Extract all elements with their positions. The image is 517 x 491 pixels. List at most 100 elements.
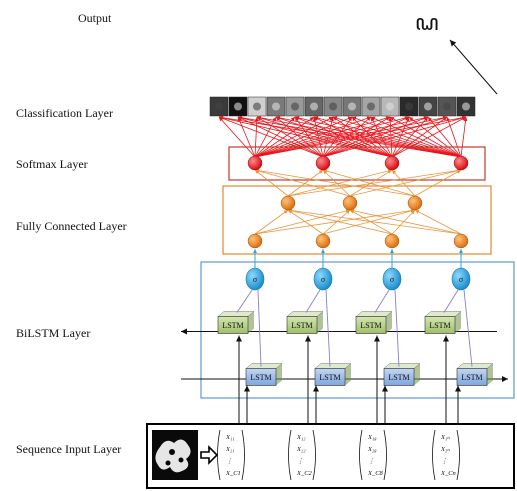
input-vector: X₁₁ X₂₁ ⋮ X_C1: [218, 430, 245, 480]
softmax-edge: [461, 117, 466, 157]
vector-entry: X₂₂: [296, 446, 306, 453]
image-thumbnail-icon: [457, 97, 475, 116]
image-thumbnail-icon: [343, 97, 361, 116]
lstm-label: LSTM: [388, 373, 409, 382]
bilstm-layer-label: BiLSTM Layer: [16, 326, 90, 340]
fc-edge-upper: [255, 170, 288, 196]
vector-entry: X₁₁: [225, 434, 235, 441]
vector-entry: ⋮: [368, 458, 375, 465]
sigma-label: σ: [253, 275, 258, 284]
fc-edge-upper: [350, 170, 461, 196]
softmax-node: [454, 156, 468, 170]
softmax-edge: [390, 117, 392, 157]
fc-node-upper: [408, 196, 422, 210]
vector-entry: X₁₂: [296, 434, 306, 441]
image-thumbnail-icon: [229, 97, 247, 116]
lstm-label: LSTM: [250, 373, 271, 382]
softmax-edge: [323, 117, 371, 157]
output-label: Output: [78, 11, 112, 25]
vector-entry: X₂₈: [367, 446, 377, 453]
lstm-backward-cell: LSTM: [425, 312, 461, 334]
vector-entry: X₂₁: [225, 446, 235, 453]
fc-edge-upper: [415, 170, 461, 196]
image-thumbnail-icon: [210, 97, 228, 116]
vector-entry: ⋮: [441, 458, 448, 465]
output-arrow: [450, 40, 497, 94]
input-vector: X₁₈ X₂₈ ⋮ X_C8: [360, 430, 387, 480]
lstm-forward-cell: LSTM: [246, 364, 282, 386]
vector-entry: X_Cn: [440, 470, 456, 477]
lstm-backward-cell: LSTM: [218, 312, 254, 334]
lstm-forward-cell: LSTM: [315, 364, 351, 386]
hollow-right-arrow-icon: [201, 447, 217, 463]
sigma-label: σ: [459, 275, 464, 284]
lstm-label: LSTM: [291, 321, 312, 330]
backward-to-sigma-line: [444, 290, 458, 313]
image-thumbnail-icon: [419, 97, 437, 116]
classification-thumbnails: [210, 97, 475, 116]
sequence-input-layer-box: [147, 424, 514, 488]
image-thumbnail-icon: [438, 97, 456, 116]
vector-entry: X₁ₙ: [440, 434, 450, 441]
output-character: ꦝ: [415, 11, 439, 36]
fc-edge-upper: [288, 170, 323, 196]
image-thumbnail-icon: [248, 97, 266, 116]
fc-edge-upper: [288, 170, 461, 196]
fc-node-upper: [281, 196, 295, 210]
lstm-label: LSTM: [319, 373, 340, 382]
lstm-label: LSTM: [360, 321, 381, 330]
vector-entry: X₂ₙ: [440, 446, 450, 453]
image-thumbnail-icon: [381, 97, 399, 116]
image-thumbnail-icon: [362, 97, 380, 116]
fc-edge-lower: [392, 210, 415, 234]
fc-edge-lower: [255, 210, 288, 234]
image-thumbnail-icon: [286, 97, 304, 116]
input-vectors: X₁₁ X₂₁ ⋮ X_C1 X₁₂ X₂₂ ⋮ X_C2 X₁₈ X₂₈ ⋮ X_C8 X₁ₙX₂ₙ ⋮…: [218, 430, 460, 480]
fully-connected-layer-box: [223, 186, 491, 254]
lstm-backward-cell: LSTM: [356, 312, 392, 334]
lstm-label: LSTM: [461, 373, 482, 382]
lstm-label: LSTM: [222, 321, 243, 330]
image-thumbnail-icon: [400, 97, 418, 116]
softmax-node: [385, 156, 399, 170]
lstm-backward-cell: LSTM: [287, 312, 323, 334]
vector-entry: X_C1: [225, 470, 241, 477]
lstm-label: LSTM: [429, 321, 450, 330]
fc-edge-upper: [350, 170, 392, 196]
fc-node-upper: [343, 196, 357, 210]
sigma-label: σ: [321, 275, 326, 284]
sigma-node: σ: [452, 268, 470, 290]
fc-edge-lower: [288, 210, 323, 234]
fc-node-lower: [454, 234, 468, 248]
forward-to-sigma-line: [464, 290, 472, 367]
image-thumbnail-icon: [267, 97, 285, 116]
sigma-node: σ: [383, 268, 401, 290]
backward-to-sigma-line: [237, 290, 252, 313]
vector-entry: X_C2: [296, 470, 313, 477]
softmax-layer-label: Softmax Layer: [16, 157, 88, 171]
softmax-to-classification-edges: [219, 117, 466, 157]
vector-entry: ⋮: [226, 458, 233, 465]
sigma-node: σ: [314, 268, 332, 290]
vector-entry: X₁₈: [367, 434, 377, 441]
fully-connected-layer-label: Fully Connected Layer: [16, 219, 127, 233]
forward-to-sigma-line: [326, 290, 330, 367]
image-thumbnail-icon: [324, 97, 342, 116]
fc-edge-lower: [350, 210, 392, 234]
forward-to-sigma-line: [395, 290, 399, 367]
fc-edge-lower: [350, 210, 461, 234]
forward-to-sigma-line: [258, 290, 261, 367]
softmax-node: [248, 156, 262, 170]
fc-edge-upper: [392, 170, 415, 196]
softmax-edge: [219, 117, 255, 157]
softmax-edge: [447, 117, 461, 157]
image-thumbnail-icon: [305, 97, 323, 116]
fc-edge-lower: [415, 210, 461, 234]
lstm-forward-cell: LSTM: [457, 364, 493, 386]
softmax-node: [316, 156, 330, 170]
fc-node-lower: [248, 234, 262, 248]
vector-entry: X_C8: [367, 470, 384, 477]
fc-node-lower: [316, 234, 330, 248]
